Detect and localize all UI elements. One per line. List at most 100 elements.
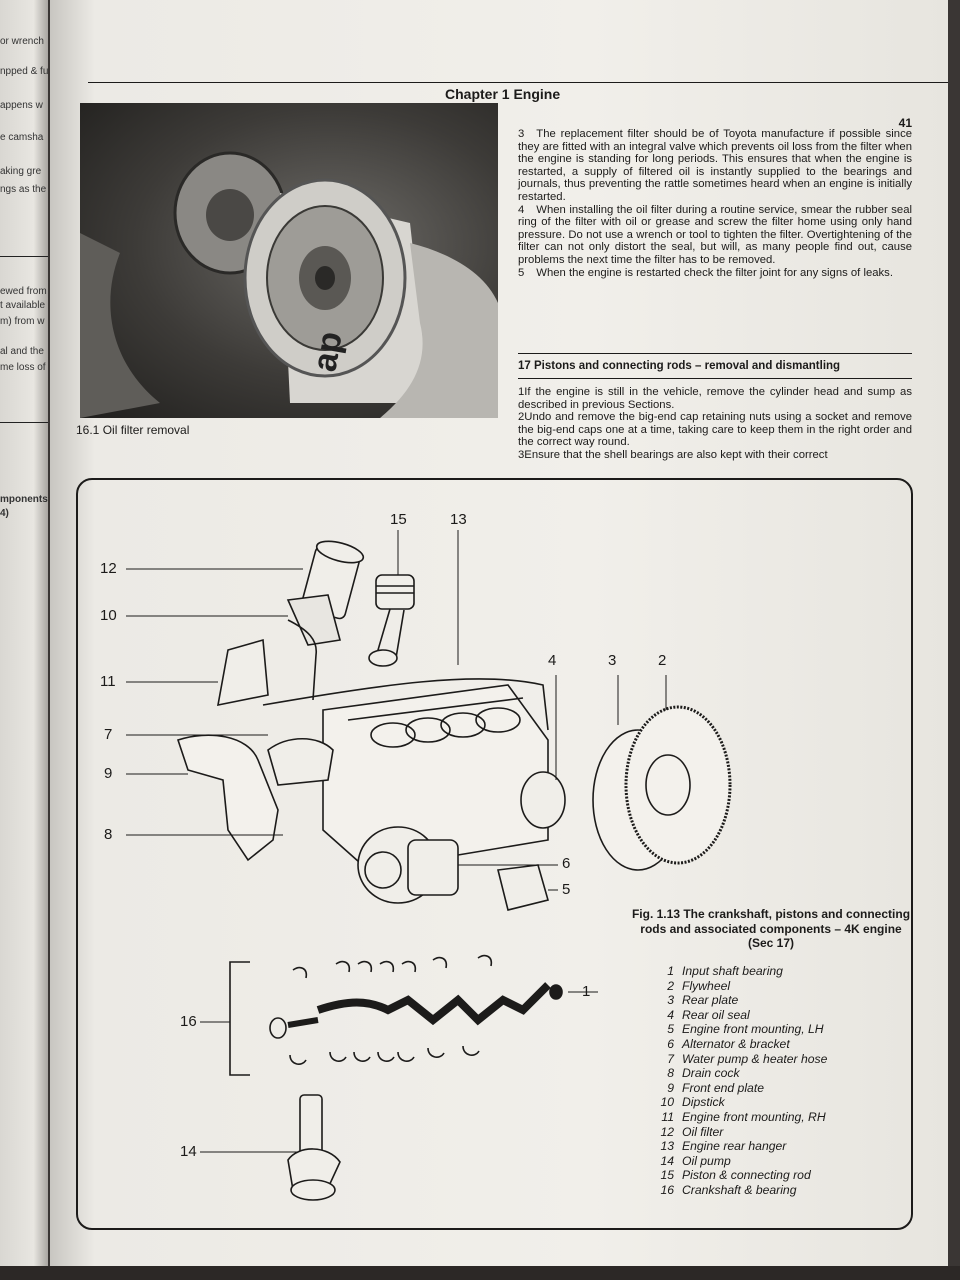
legend-text: Alternator & bracket — [682, 1036, 790, 1051]
paragraph-text: Ensure that the shell bearings are also … — [524, 448, 828, 461]
text-column-section: 1If the engine is still in the vehicle, … — [518, 386, 912, 462]
prev-fragment: mponents — [0, 494, 48, 505]
legend-item: 10 Dipstick — [650, 1095, 827, 1110]
legend-number: 10 — [660, 1095, 674, 1110]
legend-text: Piston & connecting rod — [682, 1168, 811, 1183]
prev-fragment: e camsha — [0, 132, 44, 143]
legend-text: Engine rear hanger — [682, 1139, 787, 1154]
legend-text: Flywheel — [682, 978, 731, 993]
prev-fragment: 4) — [0, 508, 9, 519]
dipstick-part — [287, 619, 317, 701]
legend-text: Rear oil seal — [682, 1007, 750, 1022]
legend-text: Rear plate — [682, 993, 739, 1008]
legend-number: 14 — [660, 1153, 674, 1168]
legend-text: Dipstick — [682, 1095, 725, 1110]
oil-pump-part — [287, 1094, 341, 1201]
callout-11: 11 — [100, 673, 116, 690]
prev-fragment: npped & fu — [0, 66, 48, 77]
callout-2: 2 — [658, 652, 667, 669]
bearing-shells-bottom — [289, 1045, 480, 1065]
legend-item: 8 Drain cock — [650, 1066, 827, 1081]
manual-page: Chapter 1 Engine 41 ap 16.1 Oil filter r… — [50, 0, 948, 1280]
section-heading: 17 Pistons and connecting rods – removal… — [518, 353, 912, 379]
engine-block-part — [262, 678, 549, 871]
legend-text: Drain cock — [682, 1066, 740, 1081]
chapter-title: Chapter 1 Engine — [445, 86, 561, 102]
figure-caption: Fig. 1.13 The crankshaft, pistons and co… — [631, 907, 911, 950]
callout-6: 6 — [562, 855, 571, 872]
paragraph: 3Ensure that the shell bearings are also… — [518, 449, 912, 462]
legend-number: 15 — [660, 1168, 674, 1183]
exploded-engine-diagram — [126, 530, 732, 1201]
legend-item: 4 Rear oil seal — [650, 1008, 827, 1023]
legend-number: 6 — [667, 1036, 674, 1051]
header-rule — [88, 82, 948, 83]
crankshaft-bracket — [229, 961, 250, 1076]
callout-13: 13 — [450, 511, 467, 528]
paragraph: 1If the engine is still in the vehicle, … — [518, 386, 912, 411]
legend-text: Water pump & heater hose — [682, 1051, 828, 1066]
callout-4: 4 — [548, 652, 557, 669]
callout-9: 9 — [104, 765, 113, 782]
prev-fragment: appens w — [0, 100, 43, 111]
callout-8: 8 — [104, 826, 113, 843]
callout-16: 16 — [180, 1013, 197, 1030]
crankshaft-part — [269, 982, 551, 1039]
legend-item: 15 Piston & connecting rod — [650, 1168, 827, 1183]
svg-text:ap: ap — [305, 329, 349, 375]
legend-number: 11 — [661, 1109, 674, 1124]
page-bottom-shadow — [0, 1266, 960, 1280]
oil-filter-photo: ap — [80, 103, 498, 418]
callout-15: 15 — [390, 511, 407, 528]
callout-14: 14 — [180, 1143, 197, 1160]
prev-fragment: aking gre — [0, 166, 42, 177]
page-number: 41 — [898, 116, 912, 130]
oil-filter-part — [286, 540, 365, 646]
callout-12: 12 — [100, 560, 117, 577]
oil-filter-illustration: ap — [80, 151, 498, 418]
figure-frame: 15 13 12 10 11 4 3 2 7 9 8 6 5 1 16 14 F… — [76, 478, 913, 1230]
prev-fragment: m) from w — [0, 316, 45, 327]
prev-fragment: t available — [0, 300, 46, 311]
callout-1: 1 — [582, 983, 591, 1000]
paragraph-text: If the engine is still in the vehicle, r… — [518, 386, 912, 411]
paragraph-number: 4 — [518, 203, 525, 216]
legend-item: 14 Oil pump — [650, 1154, 827, 1169]
paragraph-text: When installing the oil filter during a … — [518, 203, 912, 266]
legend-number: 1 — [667, 964, 674, 978]
paragraph-text: Undo and remove the big-end cap retainin… — [518, 411, 912, 449]
legend-number: 8 — [667, 1066, 674, 1081]
front-end-plate-part — [176, 734, 279, 862]
legend-text: Crankshaft & bearing — [682, 1182, 797, 1197]
legend-number: 5 — [667, 1022, 674, 1037]
prev-fragment: al and the — [0, 346, 44, 357]
piston-part — [368, 574, 415, 667]
legend-text: Oil pump — [682, 1153, 731, 1168]
prev-rule — [0, 256, 48, 257]
alternator-part — [357, 826, 459, 904]
rear-oil-seal-part — [520, 771, 566, 829]
legend-text: Oil filter — [682, 1124, 724, 1139]
prev-rule — [0, 422, 48, 423]
legend-text: Front end plate — [682, 1080, 764, 1095]
callout-3: 3 — [608, 652, 617, 669]
legend-text: Engine front mounting, RH — [682, 1109, 826, 1124]
paragraph: 2Undo and remove the big-end cap retaini… — [518, 411, 912, 449]
water-pump-part — [267, 738, 334, 786]
legend-number: 4 — [667, 1007, 674, 1022]
bearing-shells-top — [292, 954, 493, 979]
paragraph-number: 3 — [518, 128, 525, 140]
